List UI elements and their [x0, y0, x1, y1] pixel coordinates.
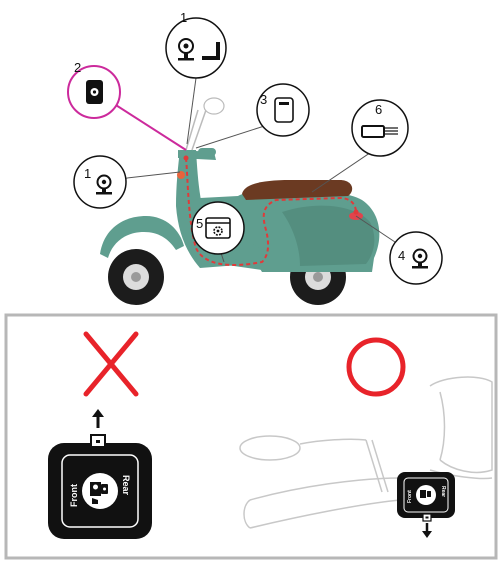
- callout-2-controller: 2: [67, 60, 121, 119]
- front-label: Front: [69, 484, 79, 507]
- controller-module-mounted: Front Rear: [397, 472, 455, 522]
- front-wheel: [108, 249, 164, 305]
- controller-module-icon: [86, 80, 103, 104]
- wrong-orientation: Front Rear: [48, 331, 152, 539]
- camera-on-mount-icon: [412, 248, 428, 269]
- camera-on-mount-icon: [96, 174, 112, 195]
- callout-1-front: 1: [73, 155, 127, 209]
- down-arrow-icon: [422, 523, 432, 538]
- callout-number: 5: [196, 216, 203, 231]
- callout-number: 1: [180, 10, 187, 25]
- mount-bracket-icon: [202, 42, 220, 60]
- callout-number: 4: [398, 248, 405, 263]
- callout-number: 2: [74, 60, 81, 75]
- controller-module-large: Front Rear: [48, 434, 152, 539]
- callout-5-settings: 5: [191, 201, 245, 255]
- display-unit-icon: [274, 97, 294, 123]
- cross-icon: [83, 331, 139, 397]
- headlight: [177, 171, 185, 179]
- callout-1-top: 1: [165, 10, 227, 79]
- callout-number: 6: [375, 102, 382, 117]
- front-label: Front: [407, 490, 413, 503]
- rear-label: Rear: [440, 486, 446, 497]
- up-arrow-icon: [92, 409, 104, 428]
- settings-box-icon: [205, 217, 231, 239]
- rear-label: Rear: [121, 475, 131, 496]
- scooter-illustration: [100, 97, 380, 305]
- cable-connector-icon: [361, 125, 398, 138]
- mirror: [203, 97, 225, 115]
- callout-3-display: 3: [256, 83, 310, 137]
- callout-4-rear-camera: 4: [389, 231, 443, 285]
- front-fender: [100, 216, 184, 258]
- callout-number: 1: [84, 166, 91, 181]
- callout-number: 3: [260, 92, 267, 107]
- right-orientation: Front Rear: [239, 337, 493, 538]
- handlebar-outline: [239, 376, 493, 529]
- seat: [242, 180, 353, 200]
- circle-icon: [346, 337, 406, 397]
- callout-6-cable: 6: [351, 99, 409, 157]
- camera-on-mount-icon: [178, 38, 194, 61]
